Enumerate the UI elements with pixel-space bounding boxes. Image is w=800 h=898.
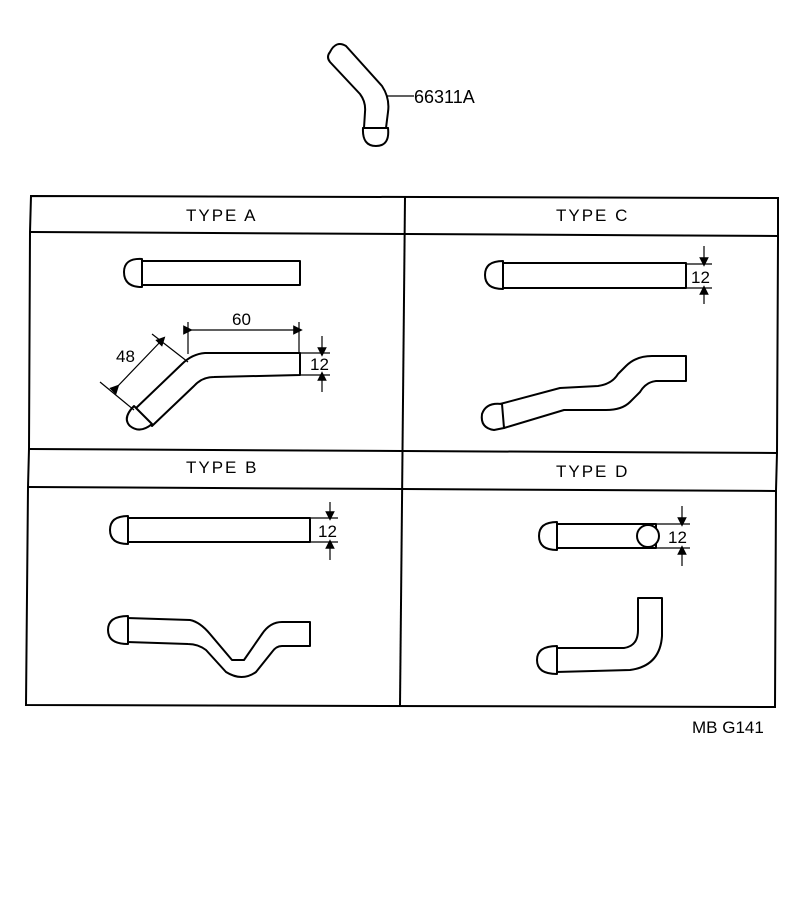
type-b-title: TYPE B xyxy=(186,458,258,477)
type-table xyxy=(24,194,779,709)
type-d-elbow-hose xyxy=(536,597,663,675)
type-b-curved-hose xyxy=(107,615,311,678)
type-c-title: TYPE C xyxy=(556,206,629,225)
type-a-diameter-dim: 12 xyxy=(310,355,329,374)
part-number-label: 66311A xyxy=(414,87,475,107)
type-d-straight-hose: 12 xyxy=(538,506,690,566)
figure-code: MB G141 xyxy=(692,718,764,737)
type-a-title: TYPE A xyxy=(186,206,258,225)
type-b-straight-hose: 12 xyxy=(109,502,338,560)
type-a-straight-hose xyxy=(123,257,301,288)
type-c-straight-hose: 12 xyxy=(484,246,712,304)
type-a-length-dim: 60 xyxy=(232,310,251,329)
type-c-diameter-dim: 12 xyxy=(691,268,710,287)
type-c-curved-hose xyxy=(480,355,687,431)
hose-66311a: 66311A xyxy=(327,43,475,147)
type-d-diameter-dim: 12 xyxy=(668,528,687,547)
type-b-diameter-dim: 12 xyxy=(318,522,337,541)
type-a-angle-dim: 48 xyxy=(116,347,135,366)
type-d-title: TYPE D xyxy=(556,462,629,481)
type-a-angled-hose: 60 48 12 xyxy=(99,310,330,431)
